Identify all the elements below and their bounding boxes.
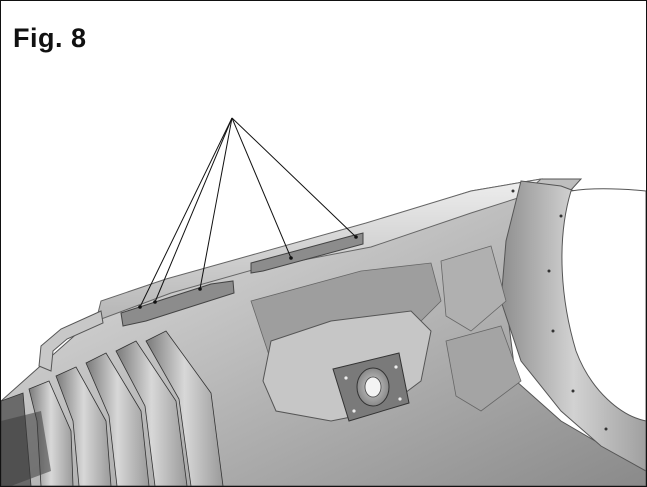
cooling-fins [1, 330, 224, 486]
ring-opening [561, 188, 646, 422]
figure-label: Fig. 8 [13, 23, 87, 53]
handle-loop [38, 310, 104, 372]
callout-leaders [139, 117, 357, 308]
pocket-left [120, 280, 235, 327]
pocket-right [250, 232, 364, 274]
callout-endpoints [138, 235, 358, 309]
